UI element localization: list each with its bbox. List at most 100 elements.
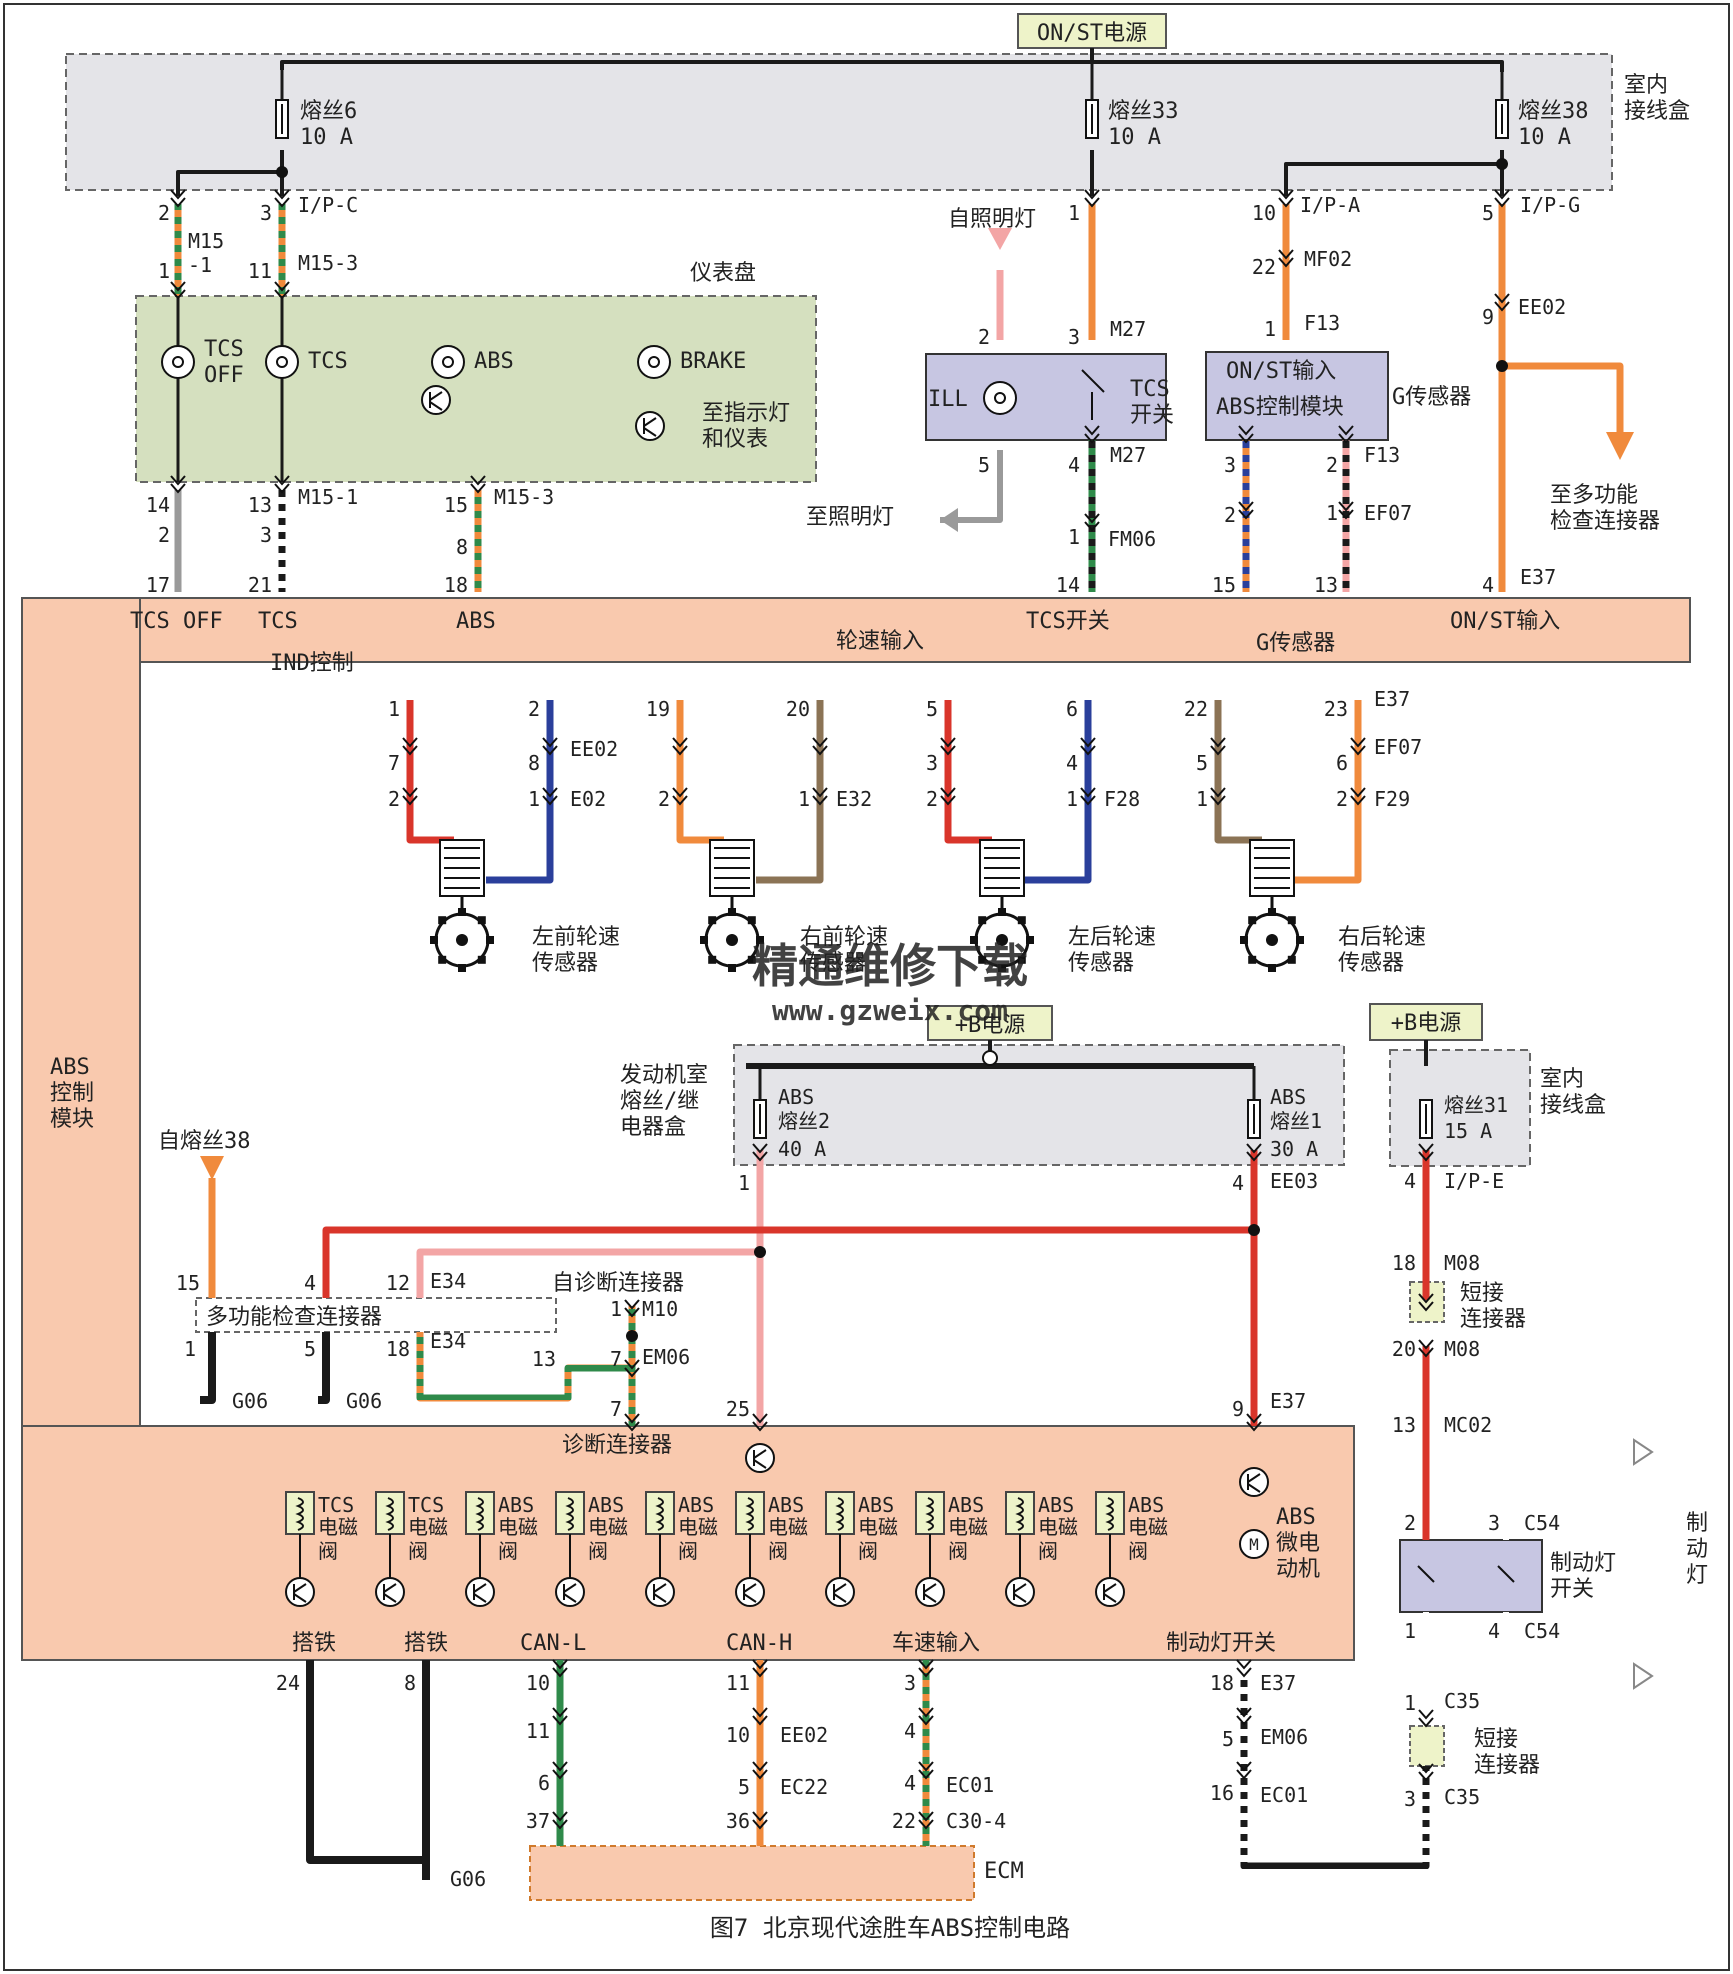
- pin-number: 4: [304, 1271, 316, 1295]
- connector-id: EC01: [946, 1773, 994, 1797]
- abs-fuse-1-name: ABS: [1270, 1085, 1306, 1109]
- wheel-tooth: [1268, 964, 1276, 972]
- solenoid-desc: 电磁: [678, 1515, 718, 1539]
- connector-icon: [542, 737, 558, 756]
- pin-number: 7: [388, 751, 400, 775]
- b-plus-engine-box: [927, 1005, 1053, 1041]
- pin-number: 8: [528, 751, 540, 775]
- transistor-symbol: [1103, 1583, 1117, 1603]
- pin-number: 12: [386, 1271, 410, 1295]
- pin-number: 18: [444, 573, 468, 597]
- connector-icon: [624, 1413, 640, 1432]
- self-diag-connector-label: 自诊断连接器: [552, 1271, 684, 1296]
- pin-number: 4: [1488, 1619, 1500, 1643]
- transistor-symbol: [743, 1583, 757, 1603]
- wheel-sensor-wire-a: [944, 700, 992, 844]
- connector-id: M15-3: [298, 251, 358, 275]
- connector-icon: [170, 281, 186, 300]
- solenoid-desc: 阀: [768, 1539, 788, 1563]
- wheel-tooth: [756, 936, 764, 944]
- connector-icon: [1084, 189, 1100, 208]
- wheel-tooth: [1017, 955, 1026, 964]
- wheel-tooth: [458, 908, 466, 916]
- g-sensor-box-line1: ON/ST输入: [1226, 359, 1336, 384]
- pin-number: 5: [1482, 201, 1494, 225]
- connector-id: C54: [1524, 1511, 1560, 1535]
- solenoid-desc: 电磁: [768, 1515, 808, 1539]
- arrow-to-multi-connector-icon: [1606, 432, 1634, 460]
- pin-number: 1: [528, 787, 540, 811]
- connector-icon: [1236, 1707, 1252, 1726]
- wheel-hub: [1266, 934, 1278, 946]
- connector-id: C35: [1444, 1689, 1480, 1713]
- connector-icon: [1236, 1761, 1252, 1780]
- transistor-symbol: [563, 1583, 577, 1603]
- wire-to-multi: [1502, 362, 1624, 440]
- ill-label: ILL: [928, 387, 968, 412]
- module-bottom-label: 搭铁: [404, 1631, 448, 1656]
- figure-title: 图7 北京现代途胜车ABS控制电路: [710, 1914, 1070, 1942]
- coil-winding: [475, 1497, 484, 1531]
- connector-icon: [940, 737, 956, 756]
- pin-number: 3: [1068, 325, 1080, 349]
- lamp-filament: [276, 356, 288, 368]
- pin-number: 2: [978, 325, 990, 349]
- tcs-off-lamp-icon: [161, 345, 195, 379]
- pin-number: 1: [738, 1171, 750, 1195]
- pin-number: 5: [738, 1775, 750, 1799]
- connector-id: I/P-G: [1520, 193, 1580, 217]
- fuse-rating: 10 A: [300, 125, 353, 150]
- connector-icon: [1418, 1293, 1434, 1312]
- pin-number: 4: [1066, 751, 1078, 775]
- pin-number: 3: [1488, 1511, 1500, 1535]
- connector-icon: [402, 737, 418, 756]
- connector-id: M27: [1110, 317, 1146, 341]
- pin-number: 4: [1482, 573, 1494, 597]
- connector-id: F13: [1304, 311, 1340, 335]
- connector-icon: [918, 1707, 934, 1726]
- connector-icon: [1238, 425, 1254, 444]
- motor-label: ABS: [1276, 1505, 1316, 1530]
- solenoid-desc: 阀: [858, 1539, 878, 1563]
- junction-box-label: 室内: [1624, 73, 1668, 98]
- wheel-tooth: [978, 955, 987, 964]
- to-illum-label: 至照明灯: [806, 505, 894, 530]
- pin-number: 2: [158, 523, 170, 547]
- instrument-cluster: [135, 295, 817, 483]
- connector-icon: [274, 189, 290, 208]
- wheel-tooth: [1248, 955, 1257, 964]
- coil-winding: [1015, 1497, 1024, 1531]
- pin-number: 7: [610, 1397, 622, 1421]
- abs-fuse-2-name: ABS: [778, 1085, 814, 1109]
- wheel-tooth: [978, 916, 987, 925]
- abs-module-label: 模块: [50, 1107, 94, 1132]
- lamp-label: TCS: [204, 337, 244, 362]
- connector-id: F29: [1374, 787, 1410, 811]
- connector-icon: [812, 737, 828, 756]
- transistor-symbol: [643, 417, 657, 437]
- connector-icon: [1418, 1339, 1434, 1358]
- pin-number: 3: [904, 1671, 916, 1695]
- pin-number: 1: [1264, 317, 1276, 341]
- connector-icon: [940, 787, 956, 806]
- pin-number: 6: [1336, 751, 1348, 775]
- connector-icon: [552, 1811, 568, 1830]
- connector-id: F13: [1364, 443, 1400, 467]
- coil-winding: [295, 1497, 304, 1531]
- wheel-tooth: [1296, 936, 1304, 944]
- b-plus-cabin-box: [1369, 1003, 1483, 1041]
- connector-id: E32: [836, 787, 872, 811]
- cluster-transistor-icon: [635, 411, 665, 441]
- cabin-junction-box-2: [1389, 1049, 1531, 1167]
- solenoid-name: ABS: [1038, 1493, 1074, 1517]
- pin-number: 14: [1056, 573, 1080, 597]
- wheel-tooth: [747, 955, 756, 964]
- connector-id: MF02: [1304, 247, 1352, 271]
- watermark-cn: 精通维修下载: [752, 939, 1028, 993]
- brake-lamp-side-label: 制: [1686, 1511, 1708, 1536]
- pin-number: 5: [304, 1337, 316, 1361]
- pin-number: 23: [1324, 697, 1348, 721]
- motor-letter: M: [1249, 1535, 1259, 1554]
- transistor-symbol: [383, 1583, 397, 1603]
